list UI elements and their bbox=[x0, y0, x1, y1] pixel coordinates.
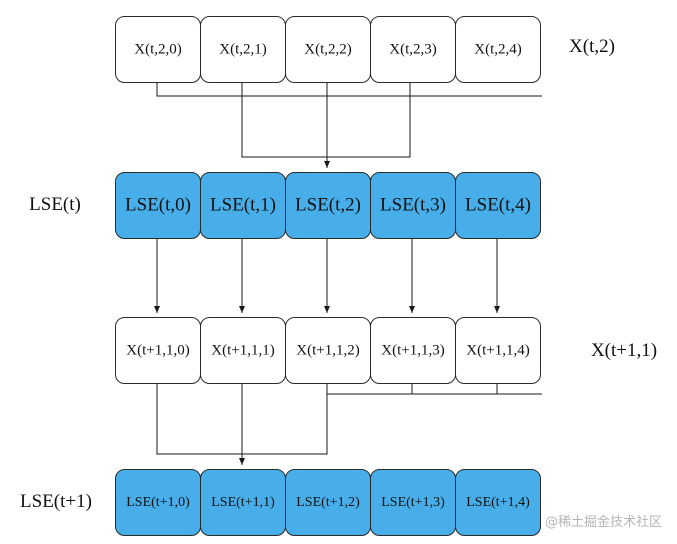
x-t-2-box-label-1: X(t,2,1) bbox=[219, 41, 267, 57]
x-t1-1-box-label-4: X(t+1,1,4) bbox=[466, 342, 529, 358]
x-t-2-box-label-0: X(t,2,0) bbox=[134, 41, 182, 57]
merge-connector-x-t1-1 bbox=[156, 383, 542, 465]
row-label-x-t1-1: X(t+1,1) bbox=[591, 340, 657, 361]
lse-t-cell-0: LSE(t,0) bbox=[115, 172, 201, 239]
row-label-lse-t: LSE(t) bbox=[29, 194, 81, 215]
x-t1-1-cell-0: X(t+1,1,0) bbox=[115, 317, 201, 384]
lse-t1-cell-3: LSE(t+1,3) bbox=[370, 469, 456, 536]
x-t1-1-cell-4: X(t+1,1,4) bbox=[455, 317, 541, 384]
x-t1-1-cell-2: X(t+1,1,2) bbox=[285, 317, 371, 384]
x-t1-1-cell-1: X(t+1,1,1) bbox=[200, 317, 286, 384]
x-t-2-box-label-2: X(t,2,2) bbox=[304, 41, 352, 57]
lse-t1-cell-4: LSE(t+1,4) bbox=[455, 469, 541, 536]
lse-t1-box-4 bbox=[455, 469, 541, 536]
x-t-2-cell-4: X(t,2,4) bbox=[455, 16, 541, 83]
x-t-2-box-4 bbox=[455, 16, 541, 83]
x-t1-1-box-4 bbox=[455, 317, 541, 384]
x-t-2-box-label-4: X(t,2,4) bbox=[474, 41, 522, 57]
x-t1-1-cell-3: X(t+1,1,3) bbox=[370, 317, 456, 384]
lse-t1-cell-0: LSE(t+1,0) bbox=[115, 469, 201, 536]
lse-t-cell-4: LSE(t,4) bbox=[455, 172, 541, 239]
row-lse-t1: LSE(t+1,0) LSE(t+1,1) LSE(t+1,2) LSE(t+1,3)… bbox=[115, 469, 541, 536]
x-t-2-cell-1: X(t,2,1) bbox=[200, 16, 286, 83]
x-t1-1-box-label-1: X(t+1,1,1) bbox=[211, 342, 274, 358]
row-x-t-2: X(t,2,0) X(t,2,1) X(t,2,2) X(t,2,3) X(t,2,4) bbox=[115, 16, 541, 83]
x-t-2-cell-2: X(t,2,2) bbox=[285, 16, 371, 83]
lse-t1-cell-2: LSE(t+1,2) bbox=[285, 469, 371, 536]
arrows-lse-t-to-x-t1-1 bbox=[154, 238, 500, 313]
lse-t-cell-3: LSE(t,3) bbox=[370, 172, 456, 239]
lse-t-cell-2: LSE(t,2) bbox=[285, 172, 371, 239]
lse-t1-box-label-2: LSE(t+1,2) bbox=[296, 495, 360, 510]
lse-t1-box-label-0: LSE(t+1,0) bbox=[126, 495, 190, 510]
x-t1-1-box-label-2: X(t+1,1,2) bbox=[296, 342, 359, 358]
lse-t-box-label-4: LSE(t,4) bbox=[465, 194, 531, 215]
watermark: @稀土掘金技术社区 bbox=[545, 514, 662, 530]
x-t-2-cell-3: X(t,2,3) bbox=[370, 16, 456, 83]
lse-t-box-label-0: LSE(t,0) bbox=[125, 194, 191, 215]
lse-t-cell-1: LSE(t,1) bbox=[200, 172, 286, 239]
lse-t-box-4 bbox=[455, 172, 541, 239]
merge-connector-x-t-2 bbox=[156, 82, 542, 168]
row-label-lse-t1: LSE(t+1) bbox=[20, 491, 92, 512]
row-x-t1-1: X(t+1,1,0) X(t+1,1,1) X(t+1,1,2) X(t+1,1,3)… bbox=[115, 317, 541, 384]
lse-t-box-label-1: LSE(t,1) bbox=[210, 194, 276, 215]
lse-t1-box-label-4: LSE(t+1,4) bbox=[466, 495, 530, 510]
lse-t1-cell-1: LSE(t+1,1) bbox=[200, 469, 286, 536]
lse-t1-box-label-3: LSE(t+1,3) bbox=[381, 495, 445, 510]
lse-t-box-label-3: LSE(t,3) bbox=[380, 194, 446, 215]
lse-t1-box-label-1: LSE(t+1,1) bbox=[211, 495, 275, 510]
x-t1-1-box-label-0: X(t+1,1,0) bbox=[126, 342, 189, 358]
lse-t-box-label-2: LSE(t,2) bbox=[295, 194, 361, 215]
x-t-2-cell-0: X(t,2,0) bbox=[115, 16, 201, 83]
row-lse-t: LSE(t,0) LSE(t,1) LSE(t,2) LSE(t,3) LSE(t,4) bbox=[115, 172, 541, 239]
x-t-2-box-label-3: X(t,2,3) bbox=[389, 41, 437, 57]
x-t1-1-box-label-3: X(t+1,1,3) bbox=[381, 342, 444, 358]
row-label-x-t-2: X(t,2) bbox=[569, 36, 615, 57]
